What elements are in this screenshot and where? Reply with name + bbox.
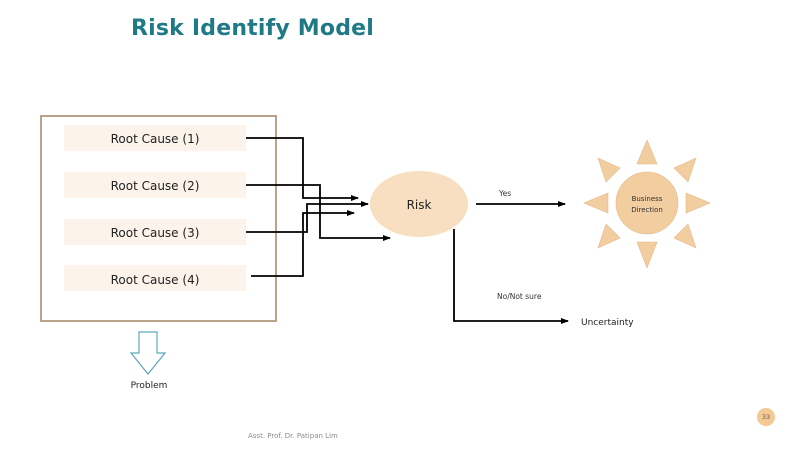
- connector-4: [251, 210, 355, 277]
- risk-node: Risk: [370, 171, 468, 237]
- root-cause-3-label: Root Cause (3): [111, 226, 200, 240]
- footer-author: Asst. Prof. Dr. Patipan Lim: [248, 432, 338, 440]
- risk-label: Risk: [407, 198, 432, 212]
- root-cause-2: Root Cause (2): [64, 172, 246, 198]
- root-cause-4: Root Cause (4): [64, 265, 246, 291]
- uncertainty-label: Uncertainty: [581, 318, 634, 328]
- business-direction-line1: Business: [632, 195, 663, 203]
- connector-3: [246, 201, 369, 233]
- connector-1: [246, 137, 359, 201]
- root-cause-2-label: Root Cause (2): [111, 179, 200, 193]
- root-cause-4-label: Root Cause (4): [111, 273, 200, 287]
- no-arrow: [453, 229, 569, 324]
- business-direction-line2: Direction: [631, 206, 663, 214]
- root-cause-container: [40, 115, 277, 322]
- root-cause-1: Root Cause (1): [64, 125, 246, 151]
- root-cause-3: Root Cause (3): [64, 219, 246, 245]
- down-arrow-icon: [129, 331, 167, 375]
- slide-title: Risk Identify Model: [131, 16, 375, 41]
- page-number-badge: 33: [757, 408, 775, 426]
- yes-label: Yes: [498, 189, 511, 198]
- problem-label: Problem: [131, 381, 168, 391]
- no-label: No/Not sure: [497, 292, 542, 301]
- connector-2: [246, 184, 391, 241]
- root-cause-1-label: Root Cause (1): [111, 132, 200, 146]
- sun-icon: [583, 139, 711, 269]
